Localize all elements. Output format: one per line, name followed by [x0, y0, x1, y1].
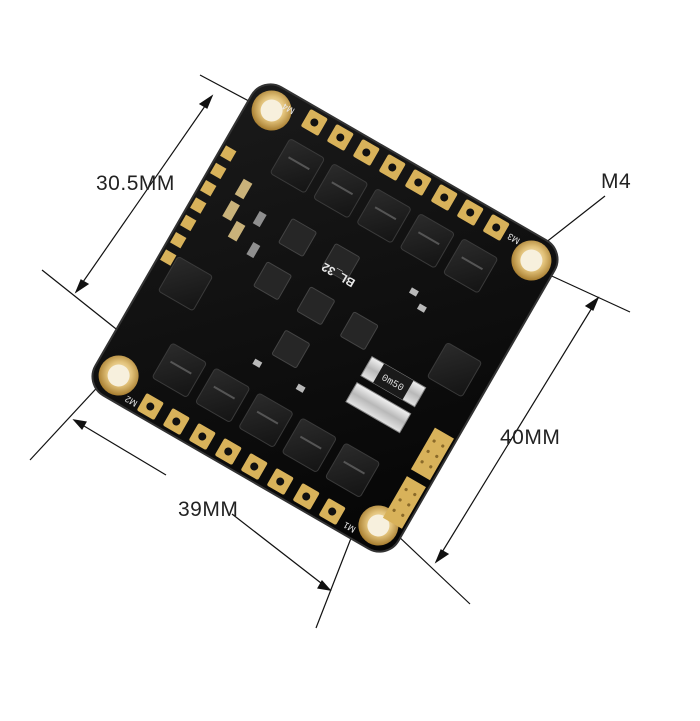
- mosfets-top: [270, 139, 498, 293]
- current-shunts: [345, 355, 427, 434]
- esc-board: 0m50 BL_32 M4 M3 M2 M1: [91, 83, 559, 553]
- power-pads: [382, 427, 454, 529]
- passives: [222, 178, 427, 393]
- hole-size-label: M4: [601, 170, 632, 193]
- width-label: 39MM: [178, 498, 239, 521]
- mount-spacing-label: 30.5MM: [96, 172, 175, 195]
- mosfets-bottom: [152, 343, 380, 497]
- mounting-holes: [98, 90, 552, 546]
- mcu-chips: [253, 218, 379, 368]
- height-label: 40MM: [500, 426, 561, 449]
- signal-pads: [160, 145, 237, 266]
